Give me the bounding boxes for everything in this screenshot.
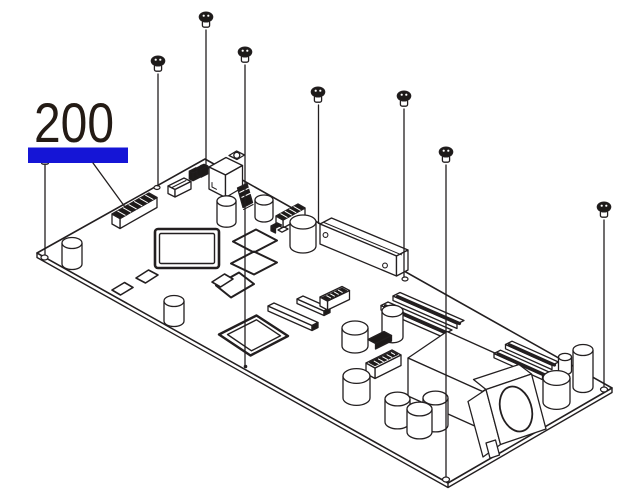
smd-chip <box>270 222 289 234</box>
highlight-bar[interactable] <box>28 147 128 164</box>
module-screw-hole <box>322 232 329 238</box>
screw-axis-lines <box>44 29 605 478</box>
electrolytic-capacitor <box>384 390 449 440</box>
mounting-screw <box>310 86 326 103</box>
mounting-hole <box>599 386 609 393</box>
qfp-ic-chip <box>217 314 290 357</box>
mounting-hole <box>40 254 49 261</box>
smd-chip <box>367 330 393 350</box>
electrolytic-capacitor <box>289 214 317 254</box>
mounting-screw <box>198 11 214 28</box>
electrolytic-capacitor <box>342 367 371 407</box>
mounting-hole <box>153 184 161 191</box>
mounting-screws <box>37 11 612 218</box>
main-board-assembly <box>36 150 613 489</box>
mounting-screw <box>150 55 166 72</box>
part-number-label[interactable]: 200 <box>34 91 114 154</box>
board-connector <box>167 177 192 198</box>
inlet-module <box>467 363 547 459</box>
inlet-opening <box>498 385 534 433</box>
part-callout: 200 <box>28 91 128 208</box>
leader-line <box>92 162 126 208</box>
solder-point <box>243 364 248 369</box>
board-connector <box>111 192 158 230</box>
mounting-screw <box>237 46 253 63</box>
electrolytic-capacitor <box>163 294 185 328</box>
board-components <box>61 150 594 459</box>
shield-can <box>153 227 221 270</box>
mounting-hole <box>401 276 409 282</box>
inlet-foot <box>485 439 501 459</box>
module-screw-hole <box>382 262 388 269</box>
board-thickness-edge <box>36 252 613 489</box>
electrolytic-capacitor <box>542 343 594 411</box>
smd-chip <box>188 163 209 182</box>
mounting-screw <box>596 201 612 218</box>
electrolytic-capacitor <box>61 194 274 271</box>
mounting-screw <box>396 90 412 107</box>
pin-header <box>319 285 351 311</box>
power-module-box <box>319 217 409 277</box>
mounting-hole <box>441 476 451 483</box>
board-connector <box>267 295 331 332</box>
mounting-screw <box>438 146 454 163</box>
